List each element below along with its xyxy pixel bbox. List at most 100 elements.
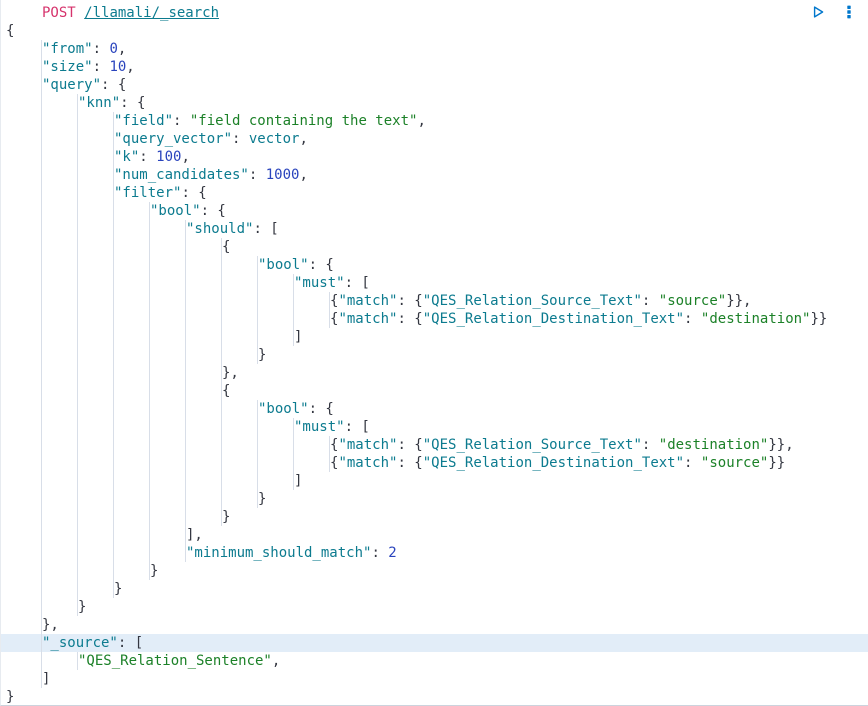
indent-guide [6, 184, 42, 202]
indent-guide [6, 346, 42, 364]
token-key: "query_vector" [114, 131, 233, 147]
indent-guide [42, 310, 78, 328]
token-punct: }, [222, 365, 239, 381]
code-line[interactable]: "should": [ [6, 220, 868, 238]
token-punct: { [6, 23, 15, 39]
indent-guide [222, 472, 258, 490]
token-punct: } [150, 563, 159, 579]
token-key: "QES_Relation_Destination_Text" [422, 455, 685, 471]
code-line[interactable]: "field": "field containing the text", [6, 112, 868, 130]
code-line[interactable]: }, [6, 364, 868, 382]
code-line[interactable]: "size": 10, [6, 58, 868, 76]
indent-guide [186, 472, 222, 490]
code-line[interactable]: "QES_Relation_Sentence", [6, 652, 868, 670]
code-line[interactable]: { [6, 238, 868, 256]
indent-guide [186, 274, 222, 292]
code-line[interactable]: {"match": {"QES_Relation_Source_Text": "… [6, 436, 868, 454]
indent-guide [6, 382, 42, 400]
code-line[interactable]: ] [6, 670, 868, 688]
code-area[interactable]: POST /llamali/_search{"from": 0,"size": … [1, 4, 868, 705]
indent-guide [294, 292, 330, 310]
code-line[interactable]: {"match": {"QES_Relation_Destination_Tex… [6, 310, 868, 328]
token-punct: : [ [344, 275, 370, 291]
code-line-highlighted[interactable]: "_source": [ [1, 634, 868, 652]
code-line[interactable]: { [6, 22, 868, 40]
code-line[interactable]: ] [6, 472, 868, 490]
indent-guide [42, 202, 78, 220]
code-line[interactable]: } [6, 688, 868, 705]
token-punct: } [222, 509, 231, 525]
indent-guide [6, 94, 42, 112]
token-punct: }, [42, 617, 59, 633]
indent-guide [42, 130, 78, 148]
token-punct: : { [308, 401, 334, 417]
indent-guide [114, 436, 150, 454]
code-line[interactable]: }, [6, 616, 868, 634]
indent-guide [222, 400, 258, 418]
indent-guide [150, 292, 186, 310]
code-line[interactable]: "k": 100, [6, 148, 868, 166]
request-options-button[interactable] [840, 3, 858, 21]
indent-guide [42, 508, 78, 526]
code-line[interactable]: "bool": { [6, 202, 868, 220]
code-line[interactable]: "minimum_should_match": 2 [6, 544, 868, 562]
indent-guide [78, 418, 114, 436]
indent-guide [114, 418, 150, 436]
token-punct: ], [186, 527, 203, 543]
send-request-button[interactable] [809, 3, 827, 21]
indent-guide [222, 436, 258, 454]
token-punct: } [6, 689, 15, 705]
code-line[interactable]: } [6, 508, 868, 526]
indent-guide [42, 148, 78, 166]
code-line[interactable]: "knn": { [6, 94, 868, 112]
token-key: "QES_Relation_Source_Text" [422, 293, 642, 309]
code-line[interactable]: "bool": { [6, 400, 868, 418]
indent-guide [222, 328, 258, 346]
indent-guide [6, 454, 42, 472]
code-line[interactable]: "from": 0, [6, 40, 868, 58]
token-punct: { [330, 437, 339, 453]
code-line[interactable]: } [6, 562, 868, 580]
indent-guide [78, 544, 114, 562]
code-line[interactable]: "must": [ [6, 418, 868, 436]
indent-space [6, 4, 42, 22]
indent-guide [6, 166, 42, 184]
token-punct: }} [810, 311, 828, 327]
token-string: "field containing the text" [189, 113, 418, 129]
indent-guide [150, 328, 186, 346]
indent-guide [42, 292, 78, 310]
code-line[interactable]: "bool": { [6, 256, 868, 274]
indent-guide [42, 328, 78, 346]
code-line[interactable]: "num_candidates": 1000, [6, 166, 868, 184]
indent-guide [114, 346, 150, 364]
code-line[interactable]: ], [6, 526, 868, 544]
code-line[interactable]: POST /llamali/_search [6, 4, 868, 22]
code-line[interactable]: "query_vector": vector, [6, 130, 868, 148]
code-line[interactable]: } [6, 490, 868, 508]
code-line[interactable]: } [6, 580, 868, 598]
token-punct: : { [397, 311, 423, 327]
token-punct: : { [101, 77, 127, 93]
code-line[interactable]: } [6, 598, 868, 616]
code-line[interactable]: ] [6, 328, 868, 346]
code-line[interactable]: { [6, 382, 868, 400]
indent-guide [258, 274, 294, 292]
code-line[interactable]: } [6, 346, 868, 364]
indent-guide [6, 580, 42, 598]
code-line[interactable]: {"match": {"QES_Relation_Source_Text": "… [6, 292, 868, 310]
indent-guide [6, 202, 42, 220]
indent-guide [6, 310, 42, 328]
indent-guide [186, 418, 222, 436]
indent-guide [222, 454, 258, 472]
token-url: /llamali/_search [84, 5, 220, 21]
indent-guide [150, 400, 186, 418]
token-punct: { [222, 239, 231, 255]
code-line[interactable]: "filter": { [6, 184, 868, 202]
token-punct: : [92, 41, 110, 57]
code-line[interactable]: "query": { [6, 76, 868, 94]
indent-guide [42, 364, 78, 382]
code-line[interactable]: "must": [ [6, 274, 868, 292]
indent-guide [222, 346, 258, 364]
code-line[interactable]: {"match": {"QES_Relation_Destination_Tex… [6, 454, 868, 472]
